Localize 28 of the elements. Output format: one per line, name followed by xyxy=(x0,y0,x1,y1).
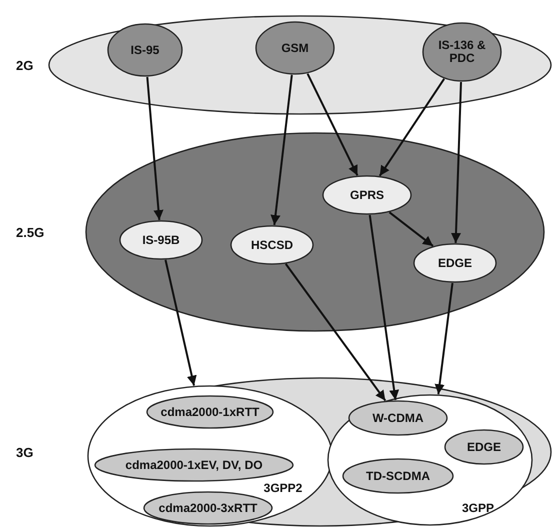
technology-label: cdma2000-1xRTT xyxy=(160,406,260,418)
arrow xyxy=(284,263,386,402)
arrow xyxy=(146,76,164,220)
technology-label: cdma2000-3xRTT xyxy=(158,502,258,514)
technology-label: EDGE xyxy=(438,256,472,270)
arrow xyxy=(270,74,293,226)
arrow xyxy=(378,78,445,176)
generation-label: 2G xyxy=(16,58,34,72)
arrow xyxy=(434,282,454,394)
technology-label: IS-136 & PDC xyxy=(437,39,487,65)
technology-label: GSM xyxy=(281,42,309,54)
technology-label: TD-SCDMA xyxy=(366,470,430,482)
arrow xyxy=(164,260,197,386)
technology-label: HSCSD xyxy=(250,238,293,252)
group-label: 3GPP xyxy=(462,502,494,514)
arrow xyxy=(306,73,358,176)
technology-label: EDGE xyxy=(466,440,501,454)
arrow xyxy=(451,82,462,244)
arrow xyxy=(388,212,434,247)
group-label: 3GPP2 xyxy=(264,482,302,494)
technology-label: IS-95B xyxy=(142,234,180,246)
generation-label: 3G xyxy=(16,446,34,458)
generation-label: 2.5G xyxy=(16,226,44,238)
technology-label: cdma2000-1xEV, DV, DO xyxy=(125,458,263,472)
technology-label: W-CDMA xyxy=(372,412,424,424)
technology-label: IS-95 xyxy=(130,44,160,56)
technology-label: GPRS xyxy=(350,188,384,202)
arrow xyxy=(368,214,400,400)
